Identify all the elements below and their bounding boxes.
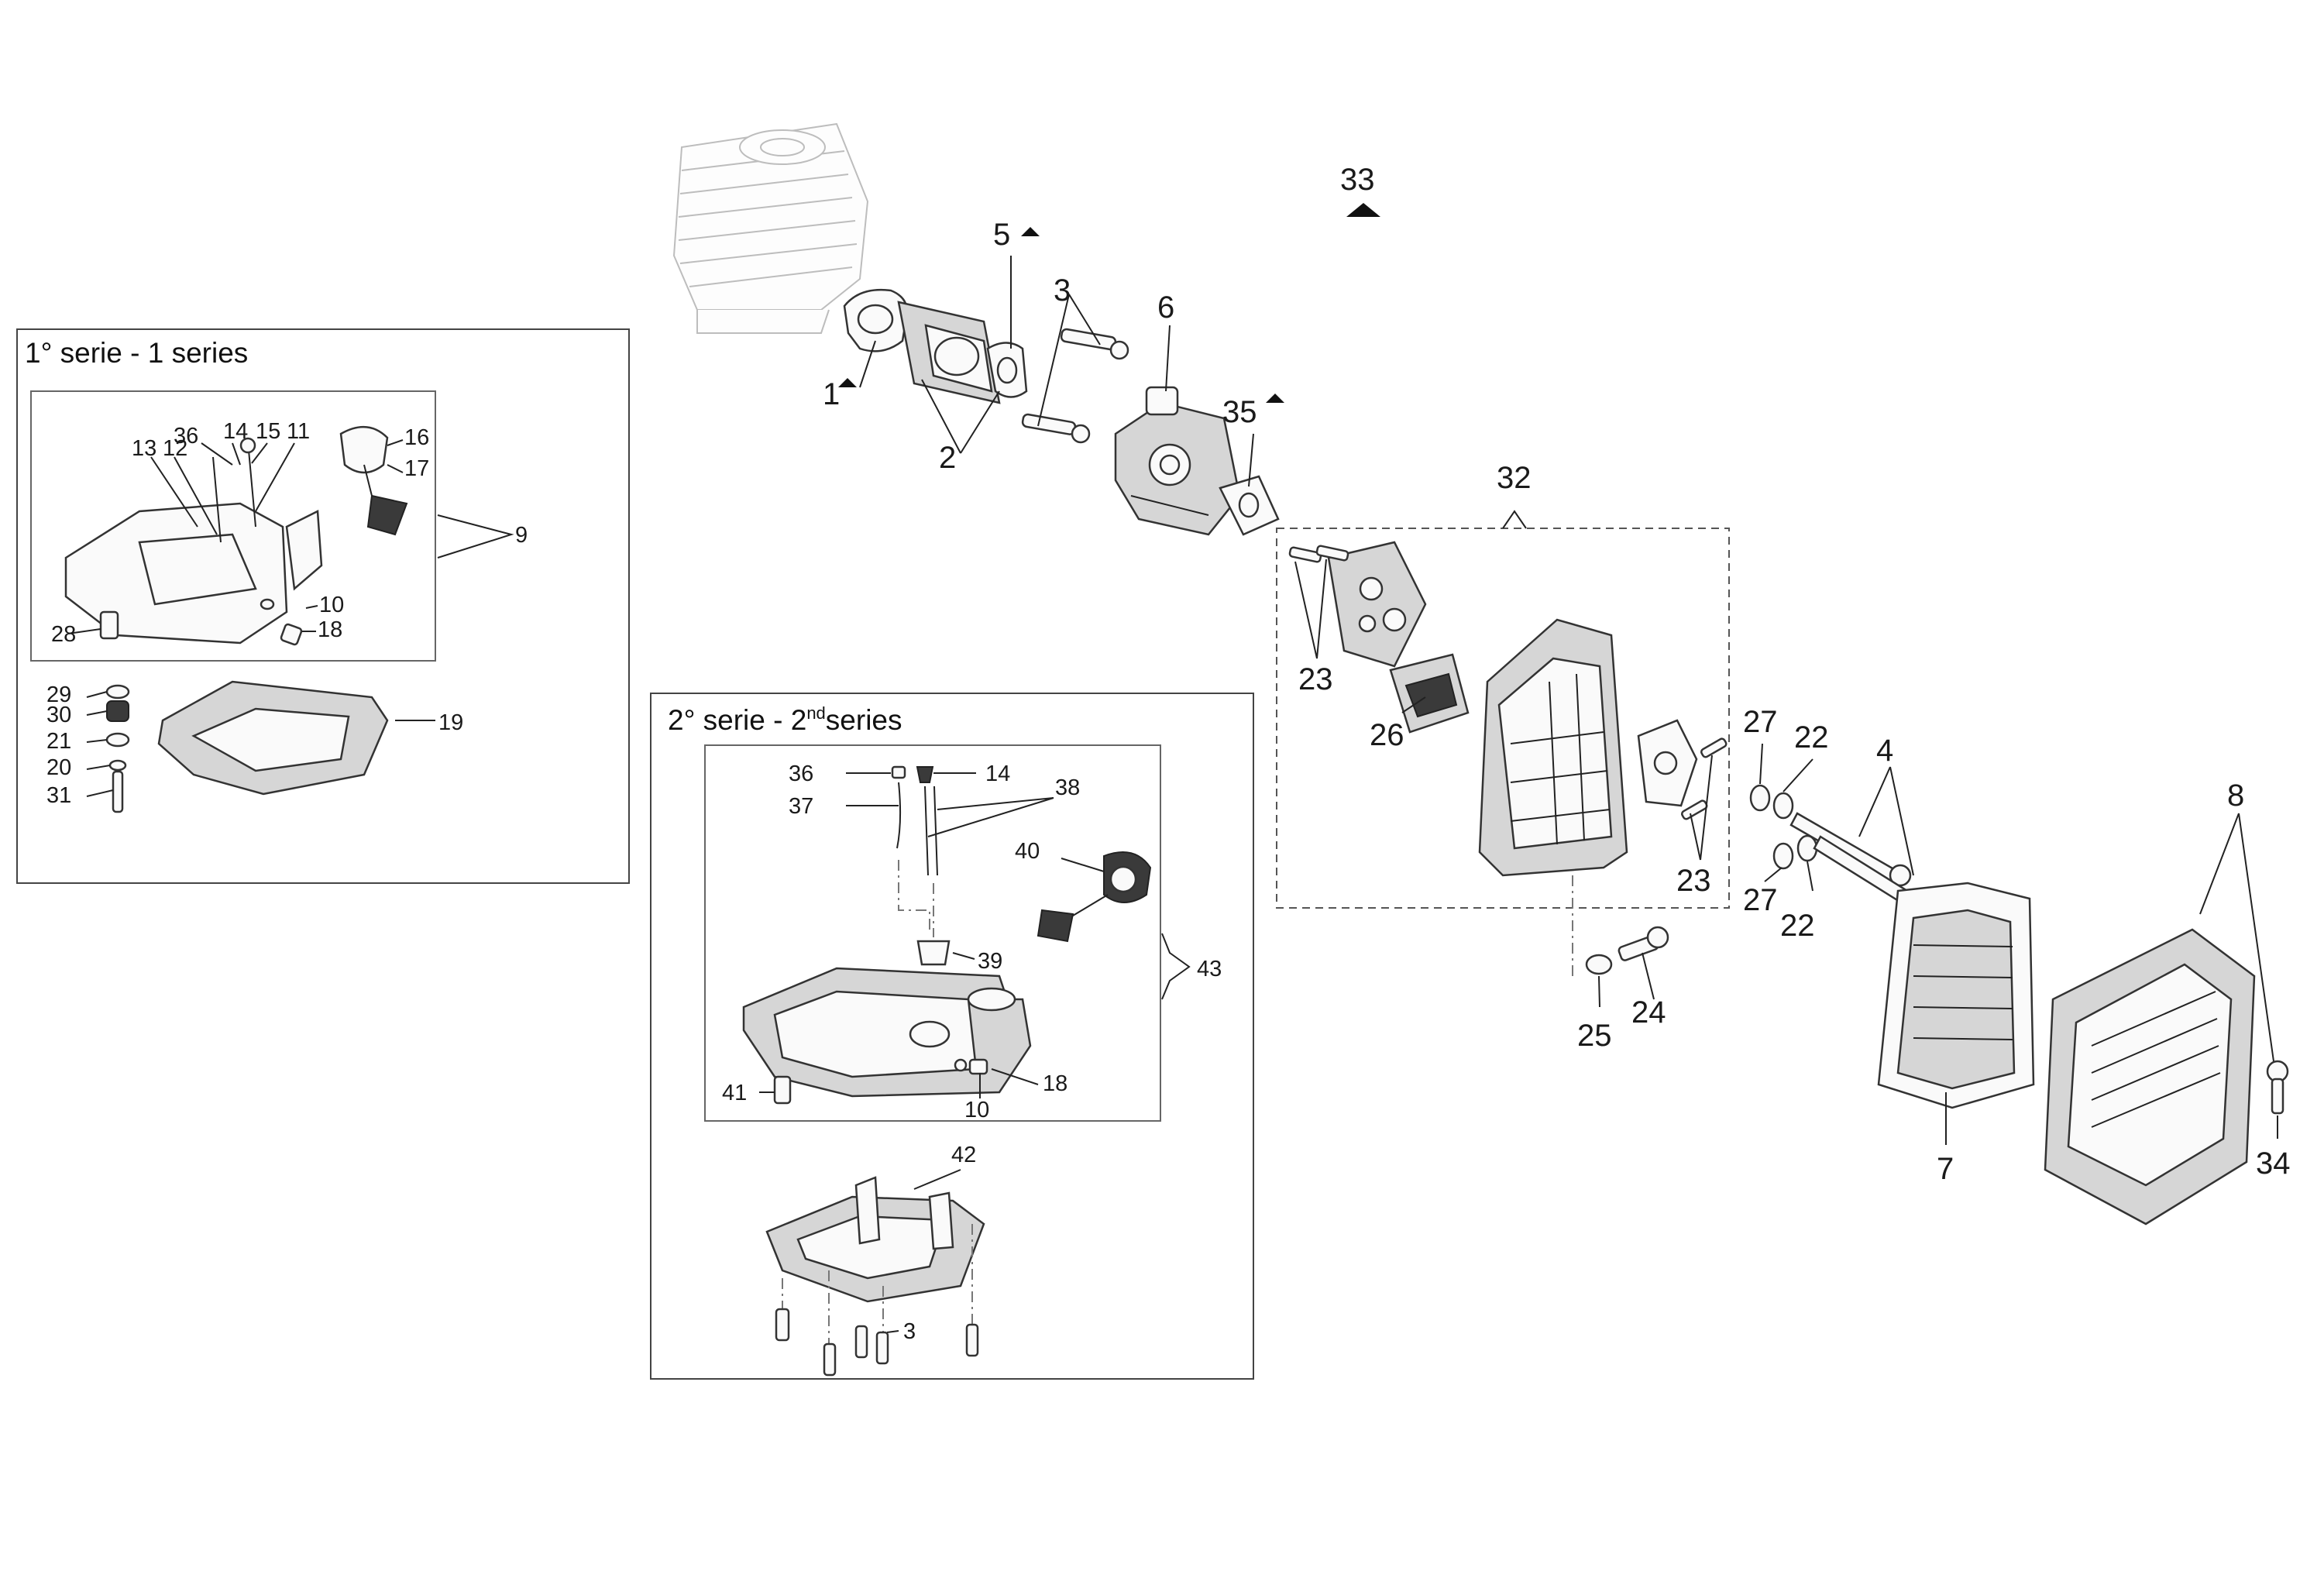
screws-3 [1021, 328, 1129, 444]
carburetor-6 [1114, 386, 1241, 536]
fitting-14 [916, 766, 934, 783]
label-35: 35 [1222, 395, 1257, 429]
intake-flange-2 [897, 301, 1001, 404]
label-14-s1: 14 [223, 419, 248, 444]
label-43-s2: 43 [1197, 957, 1222, 981]
label-39-s2: 39 [978, 949, 1002, 974]
fuel-tank-s2 [742, 967, 1032, 1098]
label-19-s1: 19 [438, 710, 463, 735]
label-10-s2: 10 [964, 1098, 989, 1122]
hoses-s1 [212, 437, 256, 543]
skid-plate-42 [765, 1176, 985, 1303]
tank-cap-40 [1037, 851, 1152, 943]
label-32: 32 [1497, 461, 1532, 495]
fitting-36 [891, 765, 906, 779]
label-33: 33 [1340, 163, 1375, 197]
ring-10 [260, 598, 275, 610]
series-2-title: 2° serie - 2ndseries [668, 703, 902, 736]
bracket [1637, 719, 1698, 807]
label-4: 4 [1876, 734, 1893, 768]
label-31-s1: 31 [46, 783, 71, 808]
label-36-s2: 36 [789, 761, 813, 786]
label-38-s2: 38 [1055, 775, 1080, 800]
label-27-lower: 27 [1743, 883, 1778, 917]
label-21-s1: 21 [46, 729, 71, 754]
label-40-s2: 40 [1015, 839, 1040, 864]
mount-stack-s1 [105, 684, 130, 813]
series-1-title: 1° serie - 1 series [25, 337, 248, 369]
label-23-upper: 23 [1298, 662, 1333, 696]
fuel-tank-s1 [64, 502, 323, 645]
label-28-s1: 28 [51, 622, 76, 647]
label-5: 5 [993, 218, 1010, 252]
label-17-s1: 17 [404, 456, 429, 481]
tank-cap-s1 [339, 425, 408, 536]
filter-base [1478, 618, 1628, 877]
label-6: 6 [1157, 290, 1174, 325]
label-42-s2: 42 [951, 1143, 976, 1167]
gasket-35 [1219, 475, 1280, 536]
grommet-39 [916, 940, 951, 966]
label-25: 25 [1577, 1019, 1612, 1053]
hose-37 [896, 782, 902, 849]
label-20-s1: 20 [46, 755, 71, 780]
label-11-s1: 11 [287, 419, 310, 444]
label-34: 34 [2256, 1146, 2291, 1181]
label-3: 3 [1054, 273, 1071, 308]
label-9-s1: 9 [515, 523, 528, 548]
label-10-s1: 10 [319, 593, 344, 617]
washer-25 [1585, 954, 1613, 975]
air-filter-7 [1877, 882, 2035, 1109]
series-1-box: 1° serie - 1 series [16, 328, 630, 884]
element-26 [1389, 653, 1470, 734]
screw-34 [2266, 1060, 2289, 1115]
label-22-upper: 22 [1794, 720, 1829, 755]
label-27-upper: 27 [1743, 705, 1778, 739]
label-8: 8 [2227, 779, 2244, 813]
label-36-s1: 36 [174, 424, 198, 449]
filter-cover-8 [2044, 928, 2256, 1226]
label-14-s2: 14 [985, 761, 1010, 786]
label-41-s2: 41 [722, 1081, 747, 1105]
gasket-5 [986, 342, 1028, 398]
bushing-28 [99, 610, 119, 640]
label-30-s1: 30 [46, 703, 71, 727]
label-12-s1: 12 [163, 436, 187, 461]
guard-19 [157, 680, 389, 796]
label-1: 1 [823, 377, 840, 411]
bushing-41 [773, 1075, 792, 1105]
label-22-lower: 22 [1780, 909, 1815, 943]
label-18-s2: 18 [1043, 1071, 1067, 1096]
label-2: 2 [939, 441, 956, 475]
screw-24 [1618, 926, 1669, 961]
label-13-s1: 13 [132, 436, 156, 461]
screws-23-upper [1288, 545, 1349, 563]
washers-22-27 [1749, 784, 1818, 870]
label-26: 26 [1370, 718, 1404, 752]
screws-23-lower [1680, 737, 1728, 820]
label-23-lower: 23 [1676, 864, 1711, 898]
cylinder-ghost [672, 122, 869, 334]
label-15-s1: 15 [256, 419, 280, 444]
label-24: 24 [1631, 995, 1666, 1030]
filter-18 [280, 623, 303, 646]
label-7: 7 [1937, 1152, 1954, 1186]
label-3-s2: 3 [903, 1319, 916, 1344]
label-16-s1: 16 [404, 425, 429, 450]
hose-38 [924, 786, 938, 876]
screws-3-s2 [775, 1308, 979, 1377]
plate [1327, 541, 1427, 668]
label-37-s2: 37 [789, 794, 813, 819]
label-29-s1: 29 [46, 682, 71, 707]
label-18-s1: 18 [318, 617, 342, 642]
series-2-box: 2° serie - 2ndseries [650, 693, 1254, 1380]
